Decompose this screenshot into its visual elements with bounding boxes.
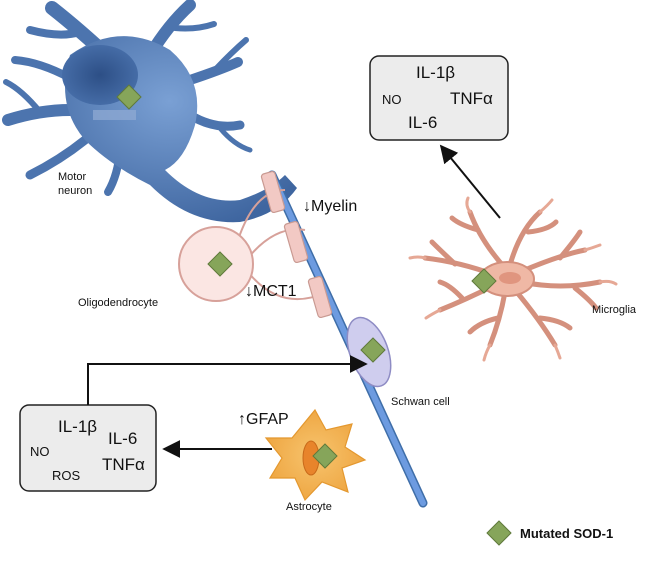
microglia-box-tnfa: TNFα <box>450 89 493 108</box>
label-gfap: ↑GFAP <box>238 411 289 428</box>
sod1-marker-astrocyte <box>312 443 338 469</box>
legend-sod1-icon <box>486 520 512 546</box>
arrow-box-to-schwann <box>87 355 368 405</box>
sod1-marker-microglia <box>471 268 497 294</box>
sod1-marker-neuron <box>116 84 142 110</box>
arrow-microglia-to-box <box>439 144 501 219</box>
legend-mutated-sod1: Mutated SOD-1 <box>520 526 613 541</box>
motor-neuron <box>2 0 297 223</box>
label-schwann-cell: Schwan cell <box>391 396 450 408</box>
microglia-nucleus <box>499 272 521 284</box>
microglia-box-il1b: IL-1β <box>416 63 455 82</box>
microglia <box>408 196 618 362</box>
neuron-nucleus <box>62 45 138 105</box>
schwann-cell <box>346 316 392 388</box>
astrocyte-box-il1b: IL-1β <box>58 417 97 436</box>
label-motor-neuron-2: neuron <box>58 185 92 197</box>
label-myelin: ↓Myelin <box>303 198 357 215</box>
label-microglia: Microglia <box>592 304 637 316</box>
astrocyte-box-il6: IL-6 <box>108 429 137 448</box>
legend: Mutated SOD-1 <box>486 520 613 546</box>
astrocyte-box-tnfa: TNFα <box>102 455 145 474</box>
label-astrocyte: Astrocyte <box>286 501 332 513</box>
astrocyte-box-no: NO <box>30 444 50 459</box>
microglia-box-no: NO <box>382 92 402 107</box>
label-oligodendrocyte: Oligodendrocyte <box>78 297 158 309</box>
astrocyte-cytokine-box: IL-1β NO IL-6 ROS TNFα <box>19 404 157 492</box>
microglia-cytokine-box: IL-1β NO TNFα IL-6 <box>369 55 509 141</box>
sod1-marker-oligodendrocyte <box>207 251 233 277</box>
astrocyte <box>264 408 367 502</box>
label-motor-neuron-1: Motor <box>58 171 86 183</box>
oligodendrocyte <box>178 170 333 319</box>
label-mct1: ↓MCT1 <box>245 283 297 300</box>
myelin-segment <box>307 275 333 319</box>
astrocyte-box-ros: ROS <box>52 468 81 483</box>
microglia-box-il6: IL-6 <box>408 113 437 132</box>
myelin-segment <box>283 220 309 264</box>
myelin-segment <box>260 170 286 214</box>
